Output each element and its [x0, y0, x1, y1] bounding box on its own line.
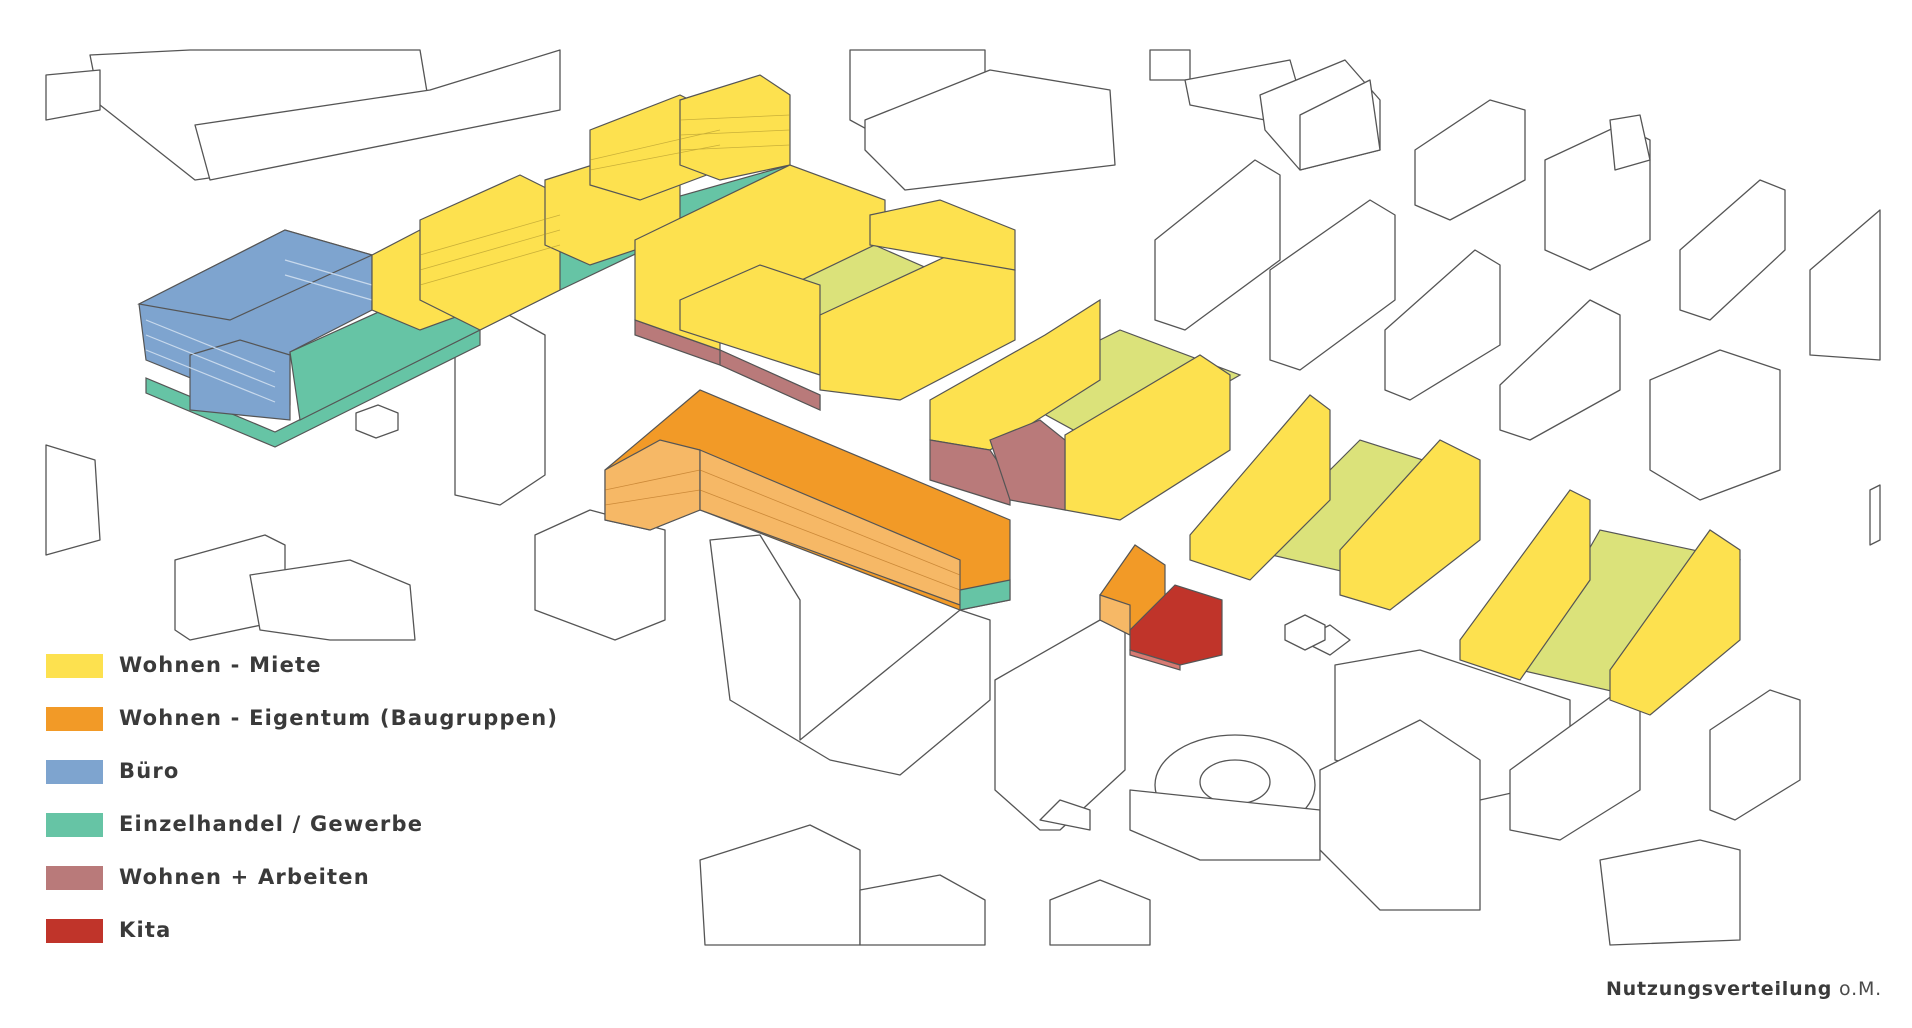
context-building — [355, 404, 399, 439]
legend-label: Büro — [119, 759, 180, 783]
wohnen-miete-block — [1189, 394, 1331, 581]
wohnen-miete-block — [1459, 489, 1591, 681]
caption-suffix: o.M. — [1839, 978, 1882, 1000]
einzelhandel-base — [959, 579, 1011, 611]
kita-facade — [1129, 649, 1181, 671]
context-building — [1129, 789, 1321, 861]
legend-label: Kita — [119, 918, 172, 942]
context-building — [1599, 839, 1741, 946]
legend-swatch — [46, 654, 103, 678]
context-building — [699, 824, 861, 946]
context-building — [864, 69, 1116, 191]
legend-label: Wohnen - Eigentum (Baugruppen) — [119, 706, 559, 730]
context-building — [994, 619, 1126, 831]
wohnen-eigentum-block — [604, 389, 1011, 611]
wohnen-arbeiten-base — [989, 419, 1066, 511]
legend-label: Wohnen + Arbeiten — [119, 865, 370, 889]
context-building — [1299, 79, 1381, 171]
context-building — [1049, 879, 1151, 946]
context-building — [1809, 209, 1881, 361]
wohnen-miete-central-block — [634, 164, 1016, 411]
context-building — [1149, 49, 1191, 81]
context-buildings — [45, 49, 1881, 946]
context-building — [1319, 719, 1481, 911]
wohnen-miete-far-east — [1189, 394, 1741, 716]
context-building — [534, 509, 666, 641]
context-building — [1384, 249, 1501, 401]
wohnen-miete-east-block — [929, 298, 1242, 521]
context-building — [194, 49, 561, 181]
context-building — [1154, 159, 1281, 331]
wohnen-arbeiten-base — [719, 349, 821, 411]
wohnen-miete-block — [1339, 439, 1481, 611]
context-building — [1499, 299, 1621, 441]
context-building — [1284, 614, 1326, 651]
kita-group — [1099, 544, 1223, 671]
wohnen-miete-block — [869, 199, 1016, 271]
legend-swatch — [46, 760, 103, 784]
buero-block — [137, 229, 481, 448]
context-building — [45, 444, 101, 556]
legend-label: Wohnen - Miete — [119, 653, 322, 677]
context-building — [1414, 99, 1526, 221]
wohnen-miete-block — [679, 74, 791, 181]
caption: Nutzungsverteilung o.M. — [1606, 978, 1882, 1000]
context-building — [1709, 689, 1801, 821]
einzelhandel-base — [145, 329, 481, 448]
context-building — [1039, 799, 1091, 831]
context-building — [1649, 349, 1781, 501]
context-building — [1269, 199, 1396, 371]
context-building — [709, 534, 991, 776]
context-building — [1609, 114, 1651, 171]
wohnen-miete-block — [1609, 529, 1741, 716]
legend-swatch — [46, 866, 103, 890]
wohnen-miete-block — [419, 174, 561, 331]
legend-label: Einzelhandel / Gewerbe — [119, 812, 424, 836]
context-building — [1199, 759, 1271, 805]
context-building — [1679, 179, 1786, 321]
context-building — [1869, 484, 1881, 546]
context-building — [249, 559, 416, 641]
context-building — [45, 69, 101, 121]
buero-wing — [189, 339, 291, 421]
wohnen-eigentum-facade — [604, 439, 701, 531]
context-building — [859, 874, 986, 946]
legend-swatch — [46, 813, 103, 837]
legend-swatch — [46, 707, 103, 731]
caption-title: Nutzungsverteilung — [1605, 978, 1833, 1000]
legend-swatch — [46, 919, 103, 943]
